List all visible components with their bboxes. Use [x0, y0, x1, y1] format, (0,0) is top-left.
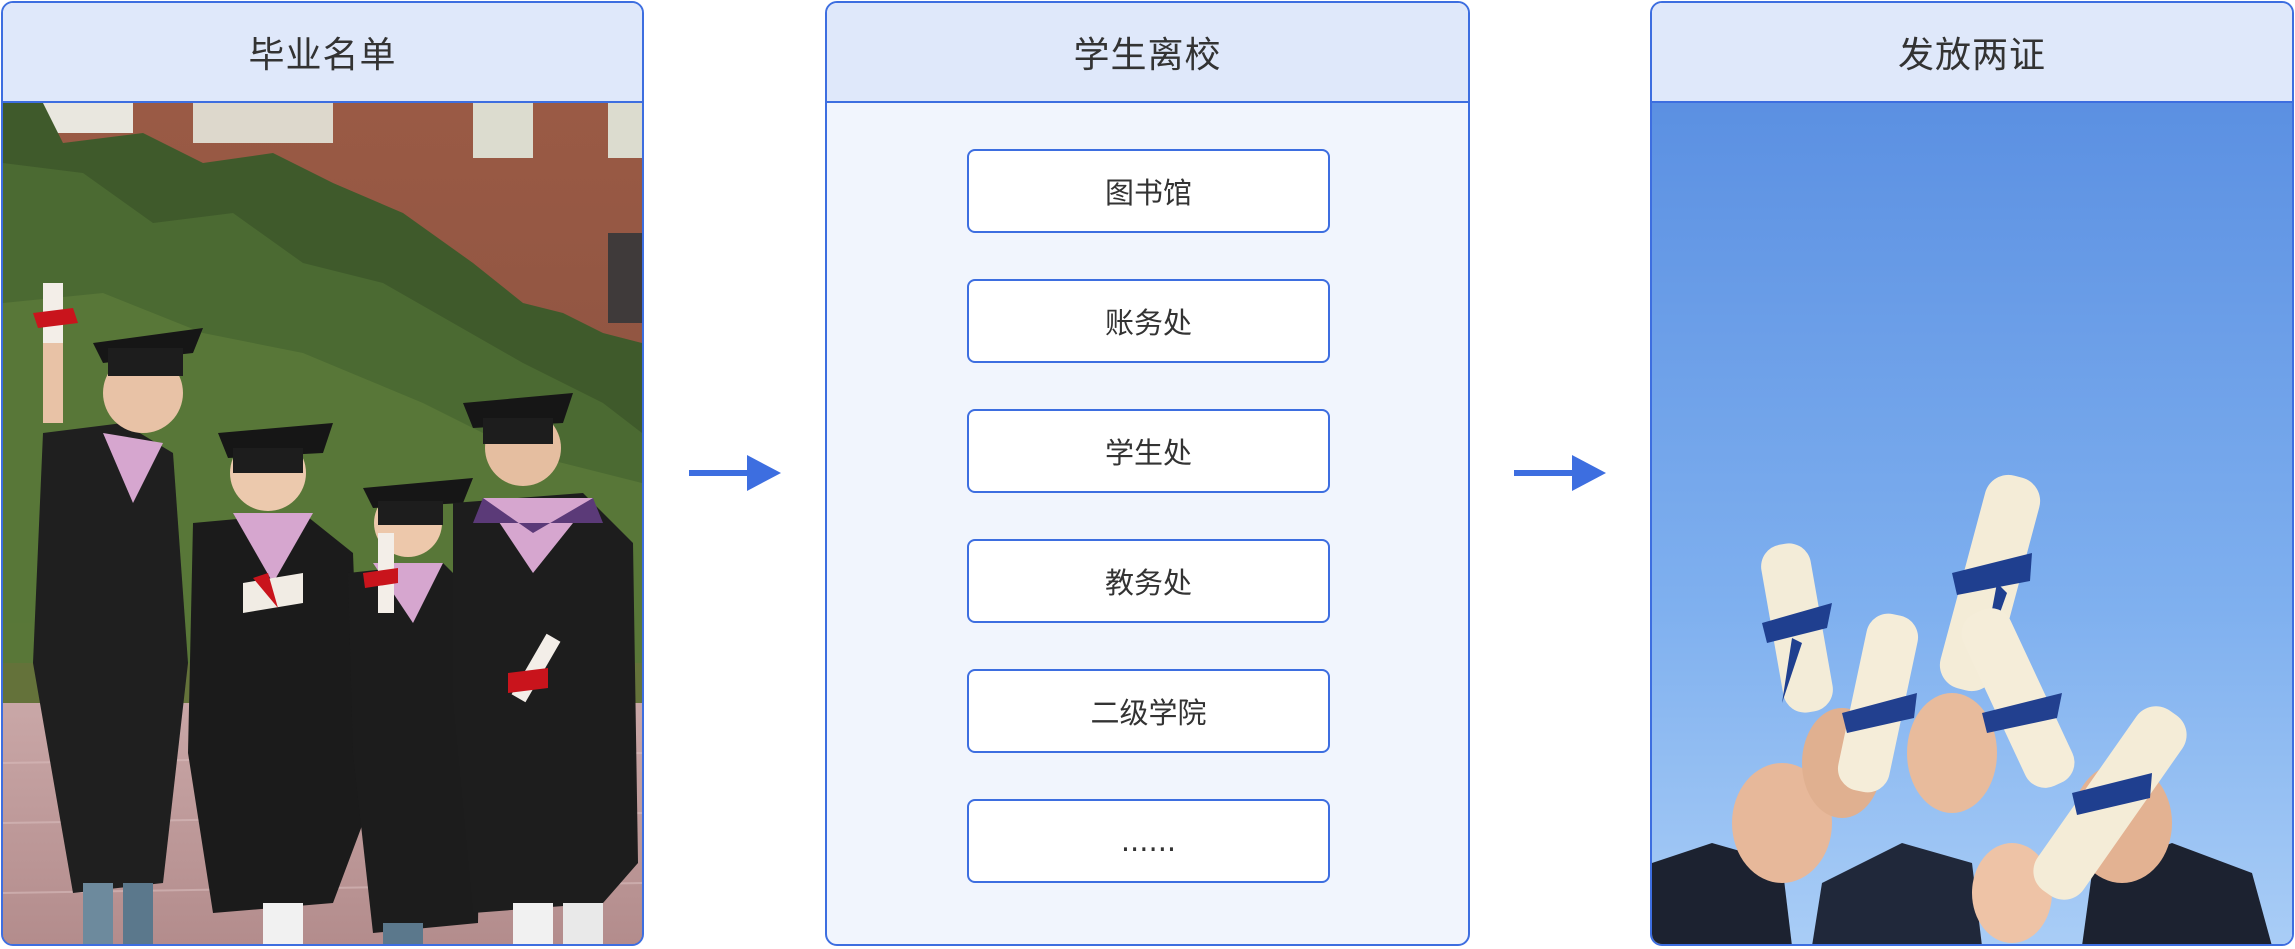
departure-steps-list: 图书馆 账务处 学生处 教务处 二级学院 ...... — [827, 103, 1468, 944]
graduation-list-panel: 毕业名单 — [1, 1, 644, 946]
arrow-right-icon — [689, 455, 781, 491]
step-student-affairs: 学生处 — [967, 409, 1330, 493]
step-library: 图书馆 — [967, 149, 1330, 233]
step-more: ...... — [967, 799, 1330, 883]
graduates-photo — [3, 103, 642, 944]
panel-title: 毕业名单 — [3, 3, 642, 103]
panel-title: 学生离校 — [827, 3, 1468, 103]
student-departure-panel: 学生离校 图书馆 账务处 学生处 教务处 二级学院 ...... — [825, 1, 1470, 946]
arrow-right-icon — [1514, 455, 1606, 491]
diplomas-illustration — [1652, 103, 2292, 944]
diplomas-photo — [1652, 103, 2292, 944]
panel-title: 发放两证 — [1652, 3, 2292, 103]
step-secondary-college: 二级学院 — [967, 669, 1330, 753]
issue-certificates-panel: 发放两证 — [1650, 1, 2294, 946]
step-academic-affairs: 教务处 — [967, 539, 1330, 623]
graduates-illustration — [3, 103, 642, 944]
step-finance-office: 账务处 — [967, 279, 1330, 363]
